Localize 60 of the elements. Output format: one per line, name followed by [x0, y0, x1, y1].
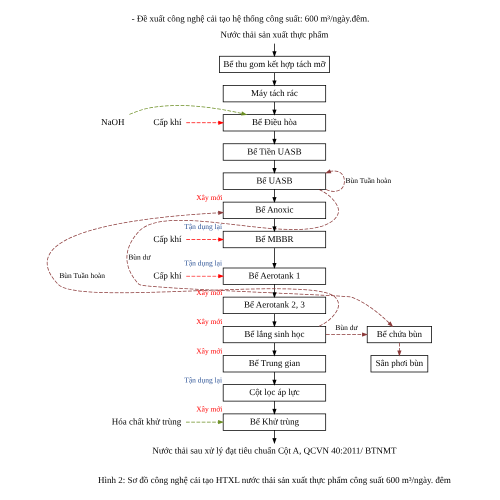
- node-box: Bể Tiền UASB: [222, 143, 326, 161]
- node-box: Sân phơi bùn: [370, 355, 428, 372]
- node-text: Cấp khí: [152, 117, 182, 128]
- node-box: Bể MBBR: [222, 230, 326, 248]
- node-box: Bể UASB: [222, 172, 326, 190]
- arrow: [185, 120, 224, 125]
- node-box: Bể Trung gian: [222, 355, 326, 372]
- edge-label: Bùn dư: [334, 323, 358, 332]
- node-box: Bể Aerotank 2, 3: [222, 296, 326, 314]
- arrow: [185, 274, 224, 278]
- arrow: [325, 332, 368, 337]
- arrow: [272, 284, 276, 298]
- arrow: [128, 105, 247, 116]
- node-text: Nước thải sau xử lý đạt tiêu chuẩn Cột A, QCVN 40:2011/ BTNMT: [152, 446, 396, 456]
- node-box: Bể Anoxic: [222, 202, 326, 219]
- node-label: Tận dụng lại: [184, 375, 222, 384]
- arrow: [272, 400, 276, 415]
- arrow: [272, 160, 276, 174]
- arrow: [272, 430, 276, 444]
- node-label: Tận dụng lại: [184, 222, 222, 232]
- arrow: [272, 342, 276, 357]
- caption: Hình 2: Sơ đồ công nghệ cải tạo HTXL nước thải sản xuất thực phẩm công suất 600 m³/ngày. đêm: [98, 474, 450, 485]
- node-text: Hóa chất khử trùng: [111, 416, 181, 426]
- arrow: [272, 72, 276, 86]
- arrow: [185, 420, 224, 424]
- node-label: Xây mới: [196, 317, 222, 326]
- arrow: [396, 342, 401, 357]
- arrow: [272, 248, 276, 270]
- arrow: [272, 189, 276, 204]
- arrow: [272, 130, 276, 145]
- node-box: Cột lọc áp lực: [222, 384, 326, 402]
- node-box: Bể Khử trùng: [222, 413, 326, 431]
- node-text: NaOH: [100, 117, 124, 128]
- node-label: Xây mới: [196, 288, 222, 297]
- node-label: Tận dụng lại: [184, 258, 222, 268]
- node-label: Xây mới: [196, 192, 222, 202]
- node-label: Xây mới: [196, 404, 222, 414]
- edge-label: Bùn Tuần hoàn: [58, 271, 104, 280]
- arrow: [272, 102, 276, 116]
- node-text: Cấp khí: [152, 270, 182, 281]
- arrow: [272, 313, 276, 328]
- node-box: Bể thu gom kết hợp tách mỡ: [218, 56, 330, 74]
- node-box: Bể lắng sinh học: [222, 326, 326, 344]
- arrow: [272, 372, 276, 386]
- node-box: Bể chứa bùn: [366, 326, 432, 344]
- node-box: Máy tách rác: [222, 85, 326, 102]
- node-text: Cấp khí: [152, 234, 182, 244]
- node-text: Nước thải sản xuất thực phẩm: [220, 30, 328, 40]
- edge-label: Bùn Tuần hoàn: [345, 176, 391, 186]
- node-box: Bể Aerotank 1: [222, 268, 326, 285]
- arrow: [324, 169, 344, 192]
- arrow: [185, 237, 224, 242]
- arrow: [272, 218, 276, 232]
- edge-label: Bùn dư: [128, 252, 150, 262]
- node-box: Bể Điều hòa: [222, 114, 326, 132]
- arrow: [46, 210, 338, 327]
- arrow: [272, 43, 276, 58]
- node-label: Xây mới: [196, 346, 222, 356]
- arrow: [126, 189, 393, 328]
- diagram-title: - Đề xuất công nghệ cải tạo hệ thống công suất: 600 m³/ngày.đêm.: [131, 14, 369, 24]
